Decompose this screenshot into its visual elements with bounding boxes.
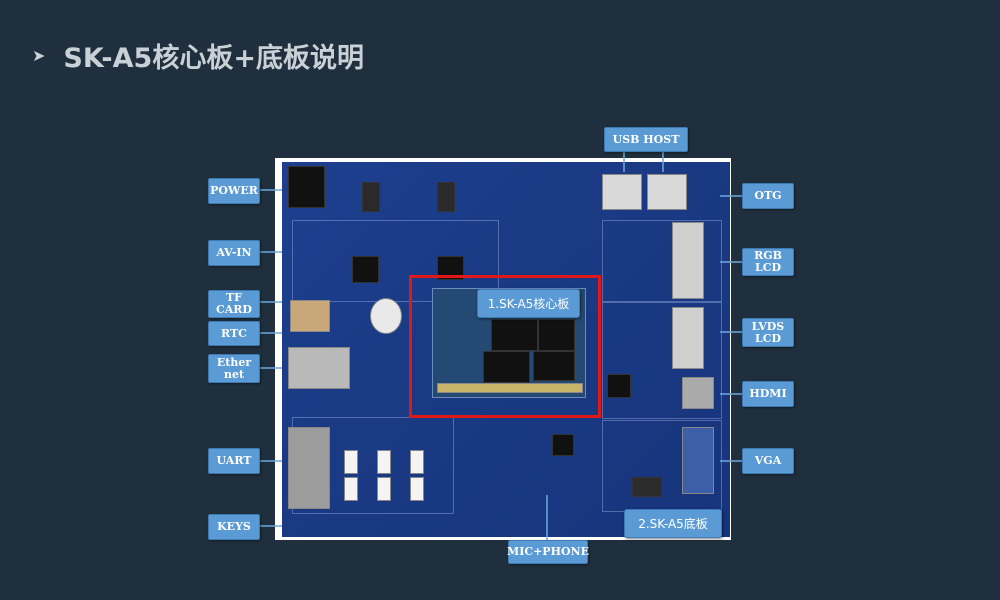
jumper xyxy=(344,477,358,501)
memory-chip xyxy=(533,351,575,381)
jumper xyxy=(410,477,424,501)
ic-chip xyxy=(352,256,379,283)
pcb-region xyxy=(602,220,722,302)
label-hdmi: HDMI xyxy=(742,381,794,407)
switch xyxy=(362,182,380,212)
jumper xyxy=(410,450,424,474)
jumper xyxy=(344,450,358,474)
label-tf-card: TF CARD xyxy=(208,290,260,318)
pcb-region xyxy=(602,302,722,419)
label-lvds-lcd: LVDS LCD xyxy=(742,318,794,347)
tf-card-slot xyxy=(290,300,330,332)
ic-chip xyxy=(607,374,631,398)
label-uart: UART xyxy=(208,448,260,474)
rtc-battery xyxy=(370,298,402,334)
jumper xyxy=(377,477,391,501)
ethernet-port xyxy=(288,347,350,389)
pin-header xyxy=(437,383,583,393)
memory-chip xyxy=(538,319,575,351)
arrow-marker-icon: ➤ xyxy=(32,46,46,65)
switch xyxy=(437,182,455,212)
ic-chip xyxy=(632,477,662,497)
label-power: POWER xyxy=(208,178,260,204)
label-mic-phone: MIC+PHONE xyxy=(507,540,589,564)
page-title-row: ➤ SK-A5核心板+底板说明 xyxy=(32,36,364,75)
page-title: SK-A5核心板+底板说明 xyxy=(63,43,364,74)
hdmi-port xyxy=(682,377,714,409)
label-ethernet: Ether net xyxy=(208,354,260,383)
power-jack xyxy=(288,166,325,208)
uart-port xyxy=(288,427,330,509)
usb-port xyxy=(647,174,687,210)
vga-port xyxy=(682,427,714,494)
label-keys: KEYS xyxy=(208,514,260,540)
ic-chip xyxy=(552,434,574,456)
lcd-connector xyxy=(672,222,704,299)
jumper xyxy=(377,450,391,474)
lcd-connector xyxy=(672,307,704,369)
label-usb-host: USB HOST xyxy=(604,127,688,152)
memory-chip xyxy=(491,319,538,351)
callout-core-board: 1.SK-A5核心板 xyxy=(477,289,580,318)
label-rtc: RTC xyxy=(208,321,260,346)
label-av-in: AV-IN xyxy=(208,240,260,266)
label-otg: OTG xyxy=(742,183,794,209)
callout-base-board: 2.SK-A5底板 xyxy=(624,509,722,538)
core-board-highlight xyxy=(409,275,601,418)
label-rgb-lcd: RGB LCD xyxy=(742,248,794,276)
label-vga: VGA xyxy=(742,448,794,474)
memory-chip xyxy=(483,351,530,383)
core-board xyxy=(432,288,586,398)
usb-port xyxy=(602,174,642,210)
